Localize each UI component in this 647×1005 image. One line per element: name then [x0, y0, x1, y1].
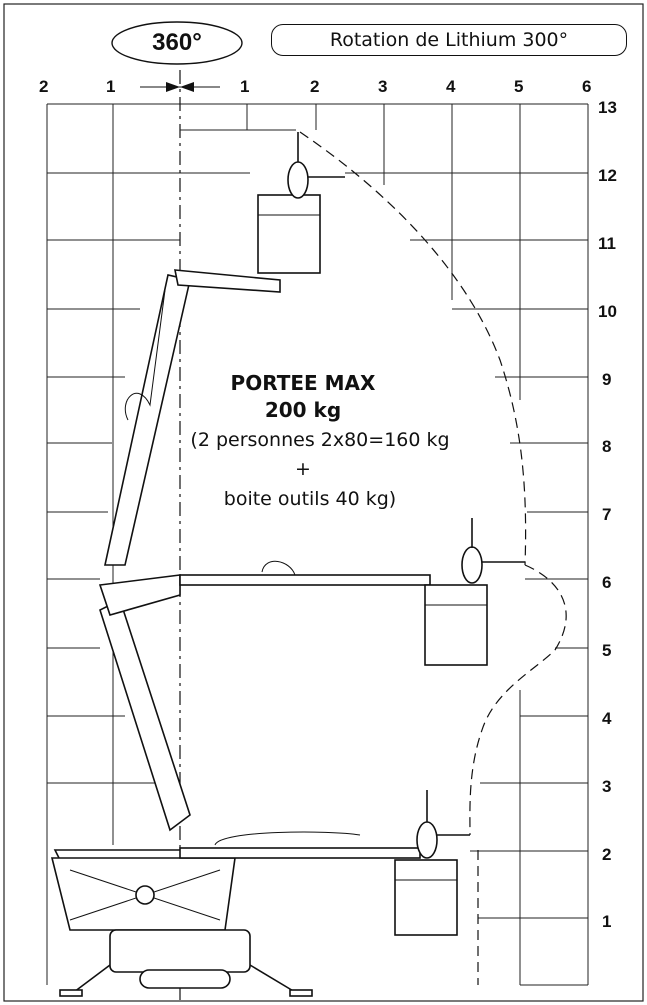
- outrigger-pad-right: [289, 989, 313, 997]
- operator-mid: [461, 546, 483, 584]
- grid-horizontal-lines: [47, 103, 588, 986]
- caption-toolbox: boite outils 40 kg): [224, 488, 396, 510]
- basket-high: [257, 194, 321, 274]
- basket-low: [394, 859, 458, 936]
- rotation-note-text: Rotation de Lithium 300°: [329, 29, 569, 51]
- arrow-left-head: [166, 82, 180, 92]
- boom-low-position: [179, 790, 470, 936]
- boom-high-hose: [124, 289, 166, 421]
- v-axis-label: 5: [602, 641, 611, 660]
- v-axis-label: 1: [602, 912, 611, 931]
- h-axis-label: 1: [240, 77, 249, 96]
- boom-high-mast: [104, 274, 191, 566]
- h-axis-label: 2: [39, 77, 48, 96]
- boom-low-hose: [214, 831, 361, 846]
- horizontal-axis-labels: 2 1 1 2 3 4 5 6: [39, 77, 591, 96]
- caption-load: 200 kg: [265, 398, 341, 422]
- v-axis-label: 4: [602, 709, 612, 728]
- v-axis-label: 8: [602, 437, 611, 456]
- v-axis-label: 2: [602, 845, 611, 864]
- working-envelope: [180, 129, 567, 985]
- caption-title: PORTEE MAX: [231, 371, 376, 395]
- basket-mid: [424, 584, 488, 666]
- h-axis-label: 1: [106, 77, 115, 96]
- h-axis-label: 6: [582, 77, 591, 96]
- boom-mid-knuckle: [98, 574, 181, 616]
- envelope-lower-arc: [469, 564, 567, 836]
- v-axis-label: 10: [598, 302, 617, 321]
- envelope-outer-arc: [299, 131, 527, 566]
- outrigger-pad-left: [59, 989, 83, 997]
- capacity-caption: PORTEE MAX 200 kg (2 personnes 2x80=160 …: [190, 371, 449, 510]
- outer-frame: [3, 3, 644, 1002]
- caption-persons: (2 personnes 2x80=160 kg: [190, 429, 449, 451]
- v-axis-label: 6: [602, 573, 611, 592]
- v-axis-label: 7: [602, 505, 611, 524]
- caption-plus: +: [295, 458, 311, 480]
- grid-vertical-lines: [46, 104, 589, 985]
- chassis-pivot: [135, 885, 155, 905]
- v-axis-label: 13: [598, 98, 617, 117]
- boom-mid-arm: [179, 574, 431, 586]
- track-housing: [109, 929, 251, 973]
- vertical-axis-labels: 13 12 11 10 9 8 7 6 5 4 3 2 1: [598, 98, 617, 931]
- rotation-arrows: [140, 82, 220, 92]
- boom-mid-hose: [261, 561, 296, 576]
- v-axis-label: 11: [598, 234, 616, 253]
- h-axis-label: 5: [514, 77, 523, 96]
- rotation-360-text: 360°: [152, 29, 202, 56]
- base-machine: [50, 849, 313, 997]
- badge-ellipse: [111, 21, 243, 65]
- boom-low-arm: [179, 847, 421, 859]
- boom-high-jib: [174, 269, 281, 293]
- h-axis-label: 3: [378, 77, 387, 96]
- v-axis-label: 3: [602, 777, 611, 796]
- rotation-note-box: Rotation de Lithium 300°: [271, 24, 627, 56]
- h-axis-label: 4: [446, 77, 456, 96]
- v-axis-label: 12: [598, 166, 617, 185]
- h-axis-label: 2: [310, 77, 319, 96]
- v-axis-label: 9: [602, 370, 611, 389]
- crawler-track: [139, 969, 231, 989]
- operator-high: [287, 161, 309, 199]
- arrow-right-head: [180, 82, 194, 92]
- boom-high-position: [104, 132, 345, 566]
- operator-low: [416, 821, 438, 859]
- boom-mid-position: [98, 518, 525, 832]
- rotation-360-badge: 360°: [110, 20, 244, 66]
